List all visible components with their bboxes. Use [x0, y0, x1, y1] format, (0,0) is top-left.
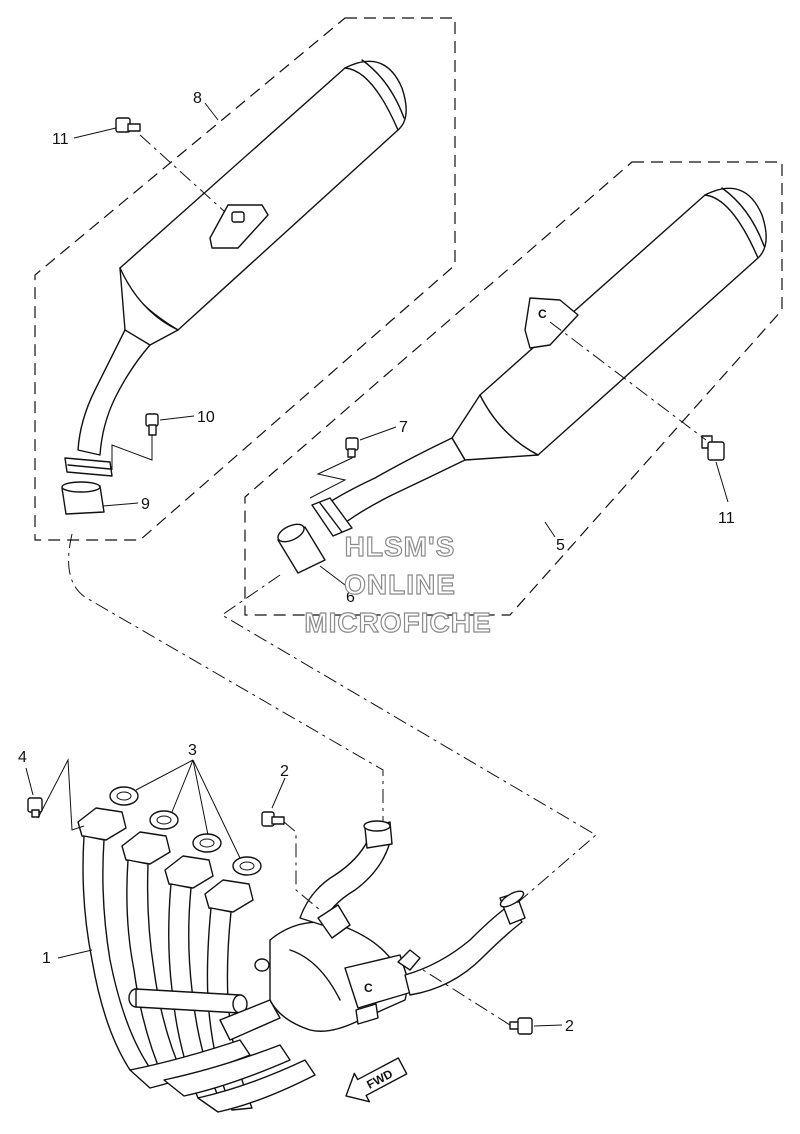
callout-6: 6: [346, 589, 355, 606]
connection-line-bolt-2-upper: [283, 821, 321, 911]
leader-8: [204, 102, 219, 121]
callout-2-lower: 2: [565, 1018, 574, 1035]
callout-11-left: 11: [52, 131, 69, 148]
muffler-left: [64, 59, 407, 477]
watermark-line-3: MICROFICHE: [304, 607, 491, 638]
leader-1: [57, 949, 93, 959]
bolt-2-lower: [509, 1017, 533, 1035]
bolt-2-upper: [261, 811, 285, 827]
callout-5: 5: [556, 537, 565, 554]
connection-line-right: [221, 574, 597, 906]
group-box-muffler-left: [34, 17, 456, 541]
muffler-right: C: [311, 187, 767, 537]
leader-2-upper: [271, 777, 286, 809]
leader-2-lower: [533, 1024, 563, 1027]
leader-3: [135, 759, 241, 859]
leader-7: [359, 426, 397, 441]
connection-line-bolt-2-lower: [419, 967, 511, 1026]
callout-8: 8: [193, 90, 202, 107]
watermark-line-1: HLSM'S: [345, 531, 456, 562]
callout-11-right: 11: [718, 510, 735, 527]
leader-9: [102, 502, 139, 507]
bolt-4: [27, 797, 43, 818]
callout-4: 4: [18, 749, 27, 766]
leader-5: [544, 521, 556, 538]
callout-1: 1: [42, 950, 51, 967]
leader-10: [159, 415, 195, 421]
zigzag-bolt-4: [37, 758, 85, 831]
callout-10: 10: [197, 409, 215, 426]
exhaust-header-assembly: C: [77, 807, 526, 1113]
connection-line-left: [68, 533, 384, 822]
callout-7: 7: [399, 419, 408, 436]
callout-2-upper: 2: [280, 763, 289, 780]
gasket-9: [61, 481, 105, 515]
leader-11-right: [715, 461, 729, 503]
zigzag-bolt-7: [309, 457, 353, 499]
callout-3: 3: [188, 742, 197, 759]
connection-line-bolt-11-right: [549, 321, 707, 441]
zigzag-bolt-10: [111, 435, 153, 470]
connection-line-bolt-11-left: [139, 134, 226, 213]
leader-4: [25, 767, 34, 796]
fwd-arrow-icon: [345, 1057, 408, 1103]
leader-6: [319, 565, 346, 586]
watermark-line-2: ONLINE: [344, 569, 456, 600]
watermark: HLSM'S ONLINE MICROFICHE: [304, 530, 492, 638]
bolt-11-left: [115, 117, 141, 133]
part-mark-c-right: C: [538, 307, 547, 321]
bolt-10: [145, 413, 159, 436]
group-box-muffler-right: [244, 161, 783, 616]
bolt-11-right: [701, 435, 725, 461]
leader-11-left: [73, 127, 117, 139]
gasket-6: [277, 523, 326, 574]
part-mark-c-header: C: [364, 981, 373, 995]
bolt-7: [345, 437, 359, 458]
gaskets-3: [109, 786, 262, 876]
callout-9: 9: [141, 496, 150, 513]
fwd-direction-arrow: FWD: [345, 1057, 408, 1103]
